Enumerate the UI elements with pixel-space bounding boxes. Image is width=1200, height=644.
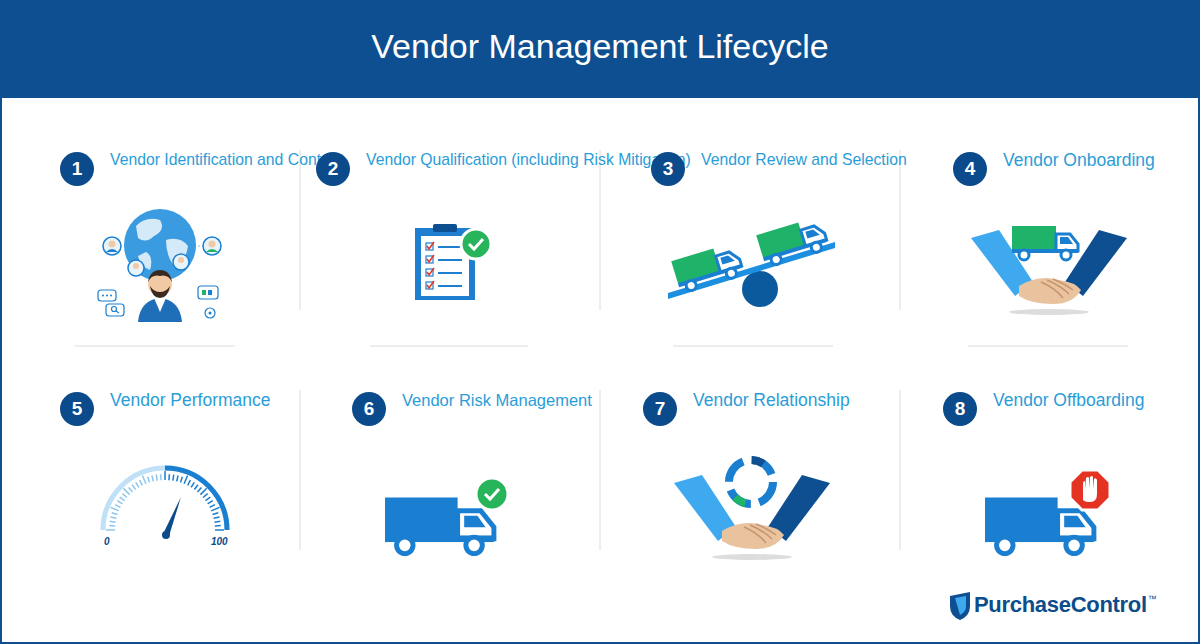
gauge-tick xyxy=(117,501,122,504)
step-label: Vendor Risk Management xyxy=(402,388,592,412)
gauge-tick xyxy=(214,517,220,518)
step-item: 1Vendor Identification and Contact xyxy=(60,152,342,186)
gauge-tick xyxy=(177,476,178,482)
gauge-illustration xyxy=(103,468,227,539)
step-label: Vendor Qualification (including Risk Mit… xyxy=(366,148,691,172)
step-label: Vendor Review and Selection xyxy=(701,148,907,172)
gauge-tick xyxy=(140,480,143,485)
gauge-tick xyxy=(203,494,208,498)
gauge-tick xyxy=(198,487,202,492)
gauge-tick xyxy=(142,476,146,484)
step-label: Vendor Relationship xyxy=(693,388,850,412)
gauge-tick xyxy=(111,507,119,511)
gauge-tick xyxy=(200,488,206,494)
gauge-tick xyxy=(215,525,221,527)
logo-text: PurchaseControl xyxy=(974,592,1147,618)
gauge-tick xyxy=(122,494,127,498)
step-item: 4Vendor Onboarding xyxy=(953,152,1155,186)
gauge-tick xyxy=(129,487,133,492)
gauge-tick xyxy=(132,485,136,490)
gauge-tick xyxy=(152,476,153,482)
step-item: 3Vendor Review and Selection xyxy=(651,152,907,186)
gauge-tick xyxy=(168,474,170,480)
gauge-scale-label: 0 xyxy=(104,536,110,548)
gauge-scale-label: 100 xyxy=(211,536,228,548)
gauge-tick xyxy=(109,525,115,527)
gauge-tick xyxy=(136,482,139,487)
gauge-tick xyxy=(208,501,213,504)
title: Vendor Management Lifecycle xyxy=(0,26,1200,66)
gauge-tick xyxy=(123,488,129,494)
logo: PurchaseControl™ xyxy=(974,592,1157,618)
gauge-tick xyxy=(110,521,116,522)
step-number: 5 xyxy=(60,392,94,426)
step-number: 2 xyxy=(316,152,350,186)
relationship-illustration xyxy=(674,460,830,560)
step-label: Vendor Performance xyxy=(110,388,271,412)
step-number: 7 xyxy=(643,392,677,426)
step-item: 8Vendor Offboarding xyxy=(943,392,1144,426)
gauge-tick xyxy=(184,476,188,484)
step-label: Vendor Onboarding xyxy=(1003,148,1155,172)
gauge-tick xyxy=(188,480,191,485)
gauge-tick xyxy=(111,517,117,518)
gauge-tick xyxy=(215,529,224,531)
separator-lines xyxy=(75,150,1128,550)
gauge-tick xyxy=(164,471,166,480)
step-item: 5Vendor Performance xyxy=(60,392,271,426)
gauge-tick xyxy=(106,529,115,531)
gauge-tick xyxy=(214,521,220,522)
gauge-tick xyxy=(115,505,120,508)
step-number: 8 xyxy=(943,392,977,426)
gauge-tick xyxy=(120,497,125,501)
gauge-tick xyxy=(194,485,198,490)
logo-shield xyxy=(950,592,970,620)
gauge-tick xyxy=(148,477,150,483)
step-label: Vendor Offboarding xyxy=(993,388,1144,412)
gauge-tick xyxy=(211,507,219,511)
step-number: 1 xyxy=(60,152,94,186)
offboarding-truck-illustration xyxy=(985,470,1110,554)
seesaw-illustration xyxy=(668,216,835,307)
globe-network-illustration xyxy=(98,209,221,322)
gauge-tick xyxy=(206,497,211,501)
gauge-tick xyxy=(173,475,174,481)
step-item: 7Vendor Relationship xyxy=(643,392,850,426)
step-number: 6 xyxy=(352,392,386,426)
gauge-tick xyxy=(160,474,162,480)
risk-truck-illustration xyxy=(385,478,508,554)
checklist-illustration xyxy=(415,224,491,300)
step-number: 4 xyxy=(953,152,987,186)
gauge-tick xyxy=(210,505,215,508)
gauge-tick xyxy=(181,477,183,483)
step-number: 3 xyxy=(651,152,685,186)
step-label: Vendor Identification and Contact xyxy=(110,148,342,172)
trademark-mark: ™ xyxy=(1148,594,1157,604)
gauge-tick xyxy=(213,513,219,515)
step-item: 2Vendor Qualification (including Risk Mi… xyxy=(316,152,691,186)
step-item: 6Vendor Risk Management xyxy=(352,392,592,426)
gauge-tick xyxy=(112,513,118,515)
onboarding-illustration xyxy=(971,226,1127,315)
gauge-tick xyxy=(156,475,157,481)
gauge-tick xyxy=(191,482,194,487)
